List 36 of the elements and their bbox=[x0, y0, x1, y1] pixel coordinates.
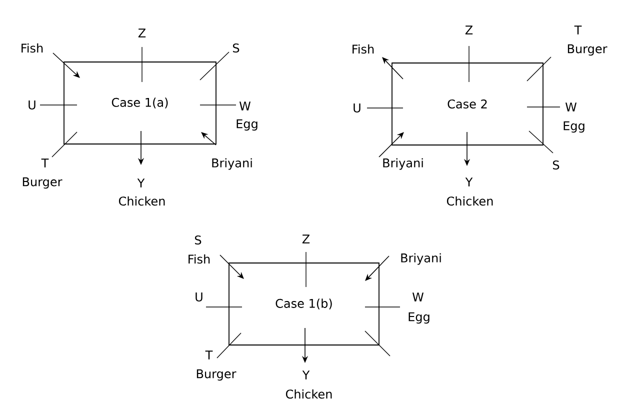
seat-label: Burger bbox=[568, 44, 608, 56]
seat-label: S bbox=[232, 43, 240, 53]
table-box: Case 1(b) bbox=[228, 262, 380, 346]
seat-label: Z bbox=[138, 28, 146, 38]
seat-label: W bbox=[239, 102, 251, 110]
seat-label: T bbox=[41, 158, 49, 168]
seat-label: S bbox=[194, 235, 202, 245]
seat-label: Egg bbox=[236, 119, 258, 131]
seat-label: Burger bbox=[196, 369, 236, 381]
seat-label: Chicken bbox=[446, 196, 493, 206]
seat-label: Y bbox=[137, 178, 145, 188]
seat-label: T bbox=[205, 350, 213, 360]
table-box: Case 2 bbox=[392, 62, 544, 146]
seat-label: Z bbox=[302, 234, 310, 244]
seat-label: W bbox=[412, 292, 424, 302]
seat-label: W bbox=[565, 102, 577, 112]
seat-label: Fish bbox=[188, 254, 210, 264]
seat-label: S bbox=[552, 160, 560, 170]
seat-label: Fish bbox=[352, 44, 374, 54]
seat-label: Y bbox=[465, 178, 473, 186]
seat-label: Briyani bbox=[212, 158, 252, 170]
seat-label: Egg bbox=[564, 121, 584, 133]
seat-label: T bbox=[574, 26, 582, 34]
seat-label: Y bbox=[302, 370, 310, 380]
seat-label: Briyani bbox=[383, 158, 423, 170]
seat-label: Z bbox=[465, 26, 473, 34]
seat-label: U bbox=[354, 104, 360, 112]
seat-label: Chicken bbox=[118, 196, 165, 206]
table-box: Case 1(a) bbox=[64, 62, 216, 144]
seat-label: Briyani bbox=[401, 253, 441, 265]
seat-label: Chicken bbox=[286, 389, 332, 399]
seat-label: U bbox=[196, 292, 202, 302]
seat-label: Burger bbox=[22, 177, 62, 189]
seat-label: U bbox=[28, 100, 36, 110]
seat-label: Fish bbox=[22, 43, 43, 53]
seat-label: Egg bbox=[408, 312, 430, 324]
